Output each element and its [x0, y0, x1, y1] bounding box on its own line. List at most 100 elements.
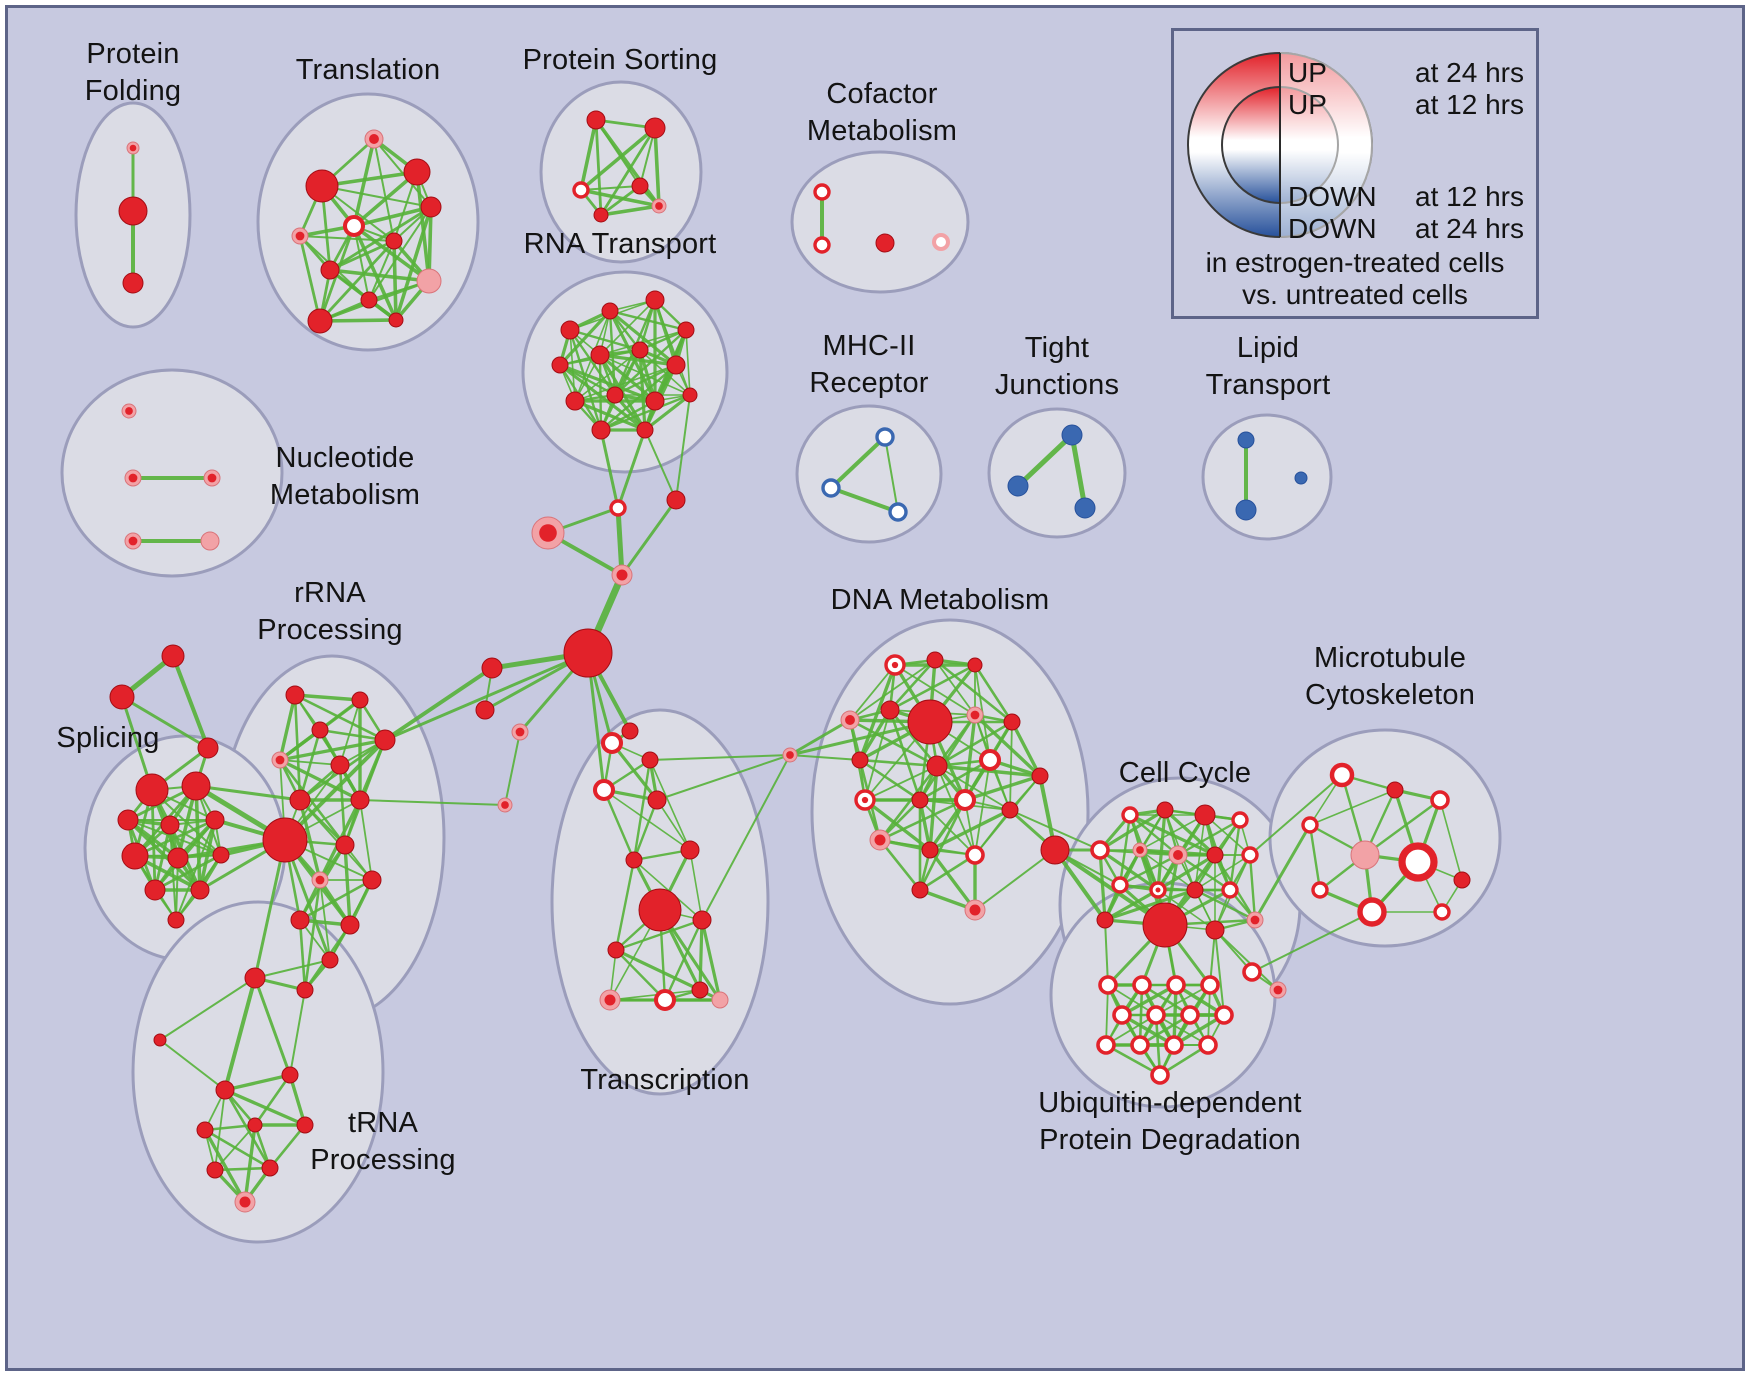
network-edge: [268, 1123, 307, 1170]
cluster-ellipse-cofactor-metabolism: [790, 150, 970, 294]
network-node: [874, 834, 886, 846]
network-edge: [328, 205, 433, 272]
cluster-ellipse-dna-metabolism: [810, 618, 1090, 1006]
network-node: [1111, 876, 1129, 894]
network-node: [340, 915, 360, 935]
network-node: [153, 1033, 167, 1047]
network-node: [369, 134, 379, 144]
network-edge: [318, 318, 398, 323]
network-node: [335, 835, 355, 855]
network-edge: [368, 240, 395, 301]
network-node: [911, 881, 929, 899]
network-node: [953, 788, 977, 812]
network-edge: [609, 989, 701, 1001]
network-node: [1194, 804, 1216, 826]
network-node: [967, 657, 983, 673]
network-edge: [918, 713, 977, 802]
network-node: [262, 817, 308, 863]
network-node: [1430, 790, 1450, 810]
network-edge: [858, 758, 922, 802]
legend-row-down-24hrs: DOWN at 24 hrs: [1288, 213, 1524, 245]
network-node: [1166, 975, 1186, 995]
network-node: [117, 809, 139, 831]
network-node: [289, 789, 311, 811]
network-node: [125, 407, 133, 415]
network-node: [625, 851, 643, 869]
network-node: [475, 700, 495, 720]
network-edge: [643, 393, 692, 432]
network-node: [691, 981, 709, 999]
network-edge: [599, 204, 661, 217]
network-edge: [214, 1089, 226, 1171]
network-edge: [352, 205, 433, 228]
network-node: [590, 345, 610, 365]
network-edge: [203, 1128, 247, 1204]
network-node: [813, 183, 831, 201]
network-edge: [243, 1123, 257, 1204]
network-node: [1136, 846, 1144, 854]
network-node: [682, 387, 698, 403]
network-edge: [928, 808, 1012, 852]
network-node: [653, 988, 677, 1012]
network-node: [109, 684, 135, 710]
network-node: [644, 117, 666, 139]
cluster-label-translation: Translation: [295, 54, 441, 86]
network-node: [572, 181, 590, 199]
network-edge: [973, 713, 1042, 778]
network-edge: [352, 170, 419, 228]
network-node: [160, 815, 180, 835]
network-edge: [392, 239, 398, 322]
network-edge: [656, 754, 791, 801]
cluster-label-lipid-transport: Lipid Transport: [1205, 332, 1331, 401]
legend-row-up-24hrs: UP at 24 hrs: [1288, 57, 1524, 89]
network-edge: [318, 239, 396, 323]
network-node: [978, 748, 1002, 772]
network-edge: [1176, 818, 1242, 857]
network-edge: [1214, 929, 1279, 991]
network-node: [932, 233, 950, 251]
network-node: [403, 158, 431, 186]
network-node: [655, 202, 663, 210]
network-edge: [878, 764, 939, 842]
network-node: [315, 875, 325, 885]
cluster-ellipse-nucleotide-metabolism: [60, 368, 284, 578]
legend-caption-line1: in estrogen-treated cells: [1205, 247, 1505, 278]
network-edge: [614, 918, 704, 952]
cluster-label-mhc-ii-receptor: MHC-II Receptor: [809, 330, 929, 399]
network-edge: [293, 693, 387, 742]
network-node: [851, 751, 869, 769]
network-node: [888, 502, 908, 522]
network-edge: [1120, 983, 1178, 1017]
network-node: [609, 499, 627, 517]
network-edge: [328, 268, 431, 283]
network-edge: [1128, 813, 1180, 857]
network-node: [926, 755, 948, 777]
network-node: [1156, 801, 1174, 819]
network-edge: [884, 436, 899, 513]
network-node: [362, 870, 382, 890]
network-edge: [359, 799, 373, 881]
network-edge: [918, 853, 977, 892]
cluster-label-trna-processing: tRNA Processing: [310, 1107, 456, 1176]
network-edge: [633, 859, 703, 921]
network-node: [1164, 1035, 1184, 1055]
network-edge: [1308, 823, 1322, 892]
network-edge: [849, 659, 936, 721]
network-node: [118, 196, 148, 226]
network-edge: [171, 654, 210, 750]
network-edge: [1104, 1043, 1162, 1077]
network-node: [1357, 897, 1387, 927]
network-edge: [159, 1039, 226, 1091]
network-node: [247, 1117, 263, 1133]
network-node: [1242, 962, 1262, 982]
network-edge: [599, 399, 657, 432]
network-edge: [935, 764, 1042, 778]
cluster-label-rrna-processing: rRNA Processing: [257, 577, 403, 646]
network-node: [666, 490, 686, 510]
network-node: [606, 386, 624, 404]
network-edge: [153, 853, 223, 892]
network-edge: [663, 918, 704, 1002]
network-node: [135, 773, 169, 807]
network-node: [1198, 1035, 1218, 1055]
network-node: [295, 231, 305, 241]
